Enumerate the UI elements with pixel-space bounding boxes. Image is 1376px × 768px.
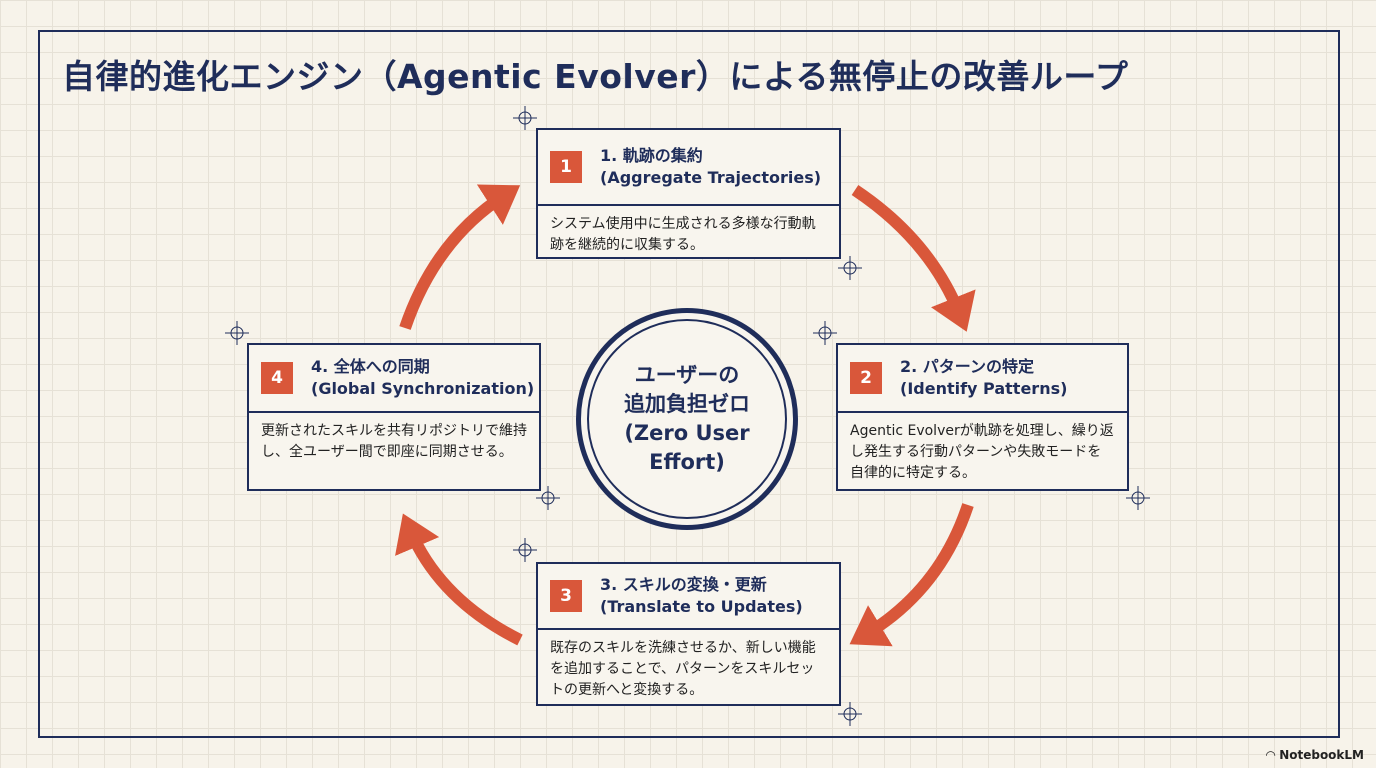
- step-description: Agentic Evolverが軌跡を処理し、繰り返し発生する行動パターンや失敗…: [850, 423, 1114, 481]
- step-subtitle: (Identify Patterns): [900, 379, 1068, 398]
- center-line-1: ユーザーの: [634, 363, 740, 387]
- center-line-2: 追加負担ゼロ: [624, 392, 750, 416]
- notebooklm-icon: ◠: [1265, 748, 1276, 762]
- center-circle: ユーザーの 追加負担ゼロ (Zero User Effort): [576, 308, 798, 530]
- logo-text: NotebookLM: [1279, 748, 1364, 762]
- step-title: 1. 軌跡の集約: [600, 146, 703, 165]
- step-4-card: 4 4. 全体への同期 (Global Synchronization) 更新され…: [247, 343, 541, 491]
- step-subtitle: (Aggregate Trajectories): [600, 168, 822, 187]
- step-title: 3. スキルの変換・更新: [600, 575, 767, 594]
- step-number-badge: 1: [550, 151, 582, 183]
- step-3-card: 3 3. スキルの変換・更新 (Translate to Updates) 既存の…: [536, 562, 841, 706]
- arrow-1-to-2: [851, 185, 976, 332]
- center-line-3: (Zero User: [624, 421, 750, 445]
- step-description: 既存のスキルを洗練させるか、新しい機能を追加することで、パターンをスキルセットの…: [550, 640, 816, 698]
- crosshair-marks: [225, 106, 1150, 726]
- step-title: 2. パターンの特定: [900, 357, 1034, 376]
- step-2-card: 2 2. パターンの特定 (Identify Patterns) Agentic …: [836, 343, 1129, 491]
- step-number-badge: 4: [261, 362, 293, 394]
- step-subtitle: (Global Synchronization): [311, 379, 535, 398]
- step-description: 更新されたスキルを共有リポジトリで維持し、全ユーザー間で即座に同期させる。: [261, 423, 527, 460]
- center-line-4: Effort): [649, 450, 725, 474]
- step-number-badge: 3: [550, 580, 582, 612]
- notebooklm-logo: ◠ NotebookLM: [1266, 748, 1364, 762]
- arrow-2-to-3: [849, 503, 974, 647]
- step-1-card: 1 1. 軌跡の集約 (Aggregate Trajectories) システム使…: [536, 128, 841, 259]
- step-title: 4. 全体への同期: [311, 357, 430, 376]
- step-number-badge: 2: [850, 362, 882, 394]
- step-description: システム使用中に生成される多様な行動軌跡を継続的に収集する。: [550, 216, 816, 253]
- page-title: 自律的進化エンジン（Agentic Evolver）による無停止の改善ループ: [62, 57, 1129, 96]
- arrow-4-to-1: [399, 184, 521, 330]
- frame-border: [38, 30, 1340, 738]
- step-subtitle: (Translate to Updates): [600, 597, 803, 616]
- arrow-3-to-4: [395, 513, 523, 646]
